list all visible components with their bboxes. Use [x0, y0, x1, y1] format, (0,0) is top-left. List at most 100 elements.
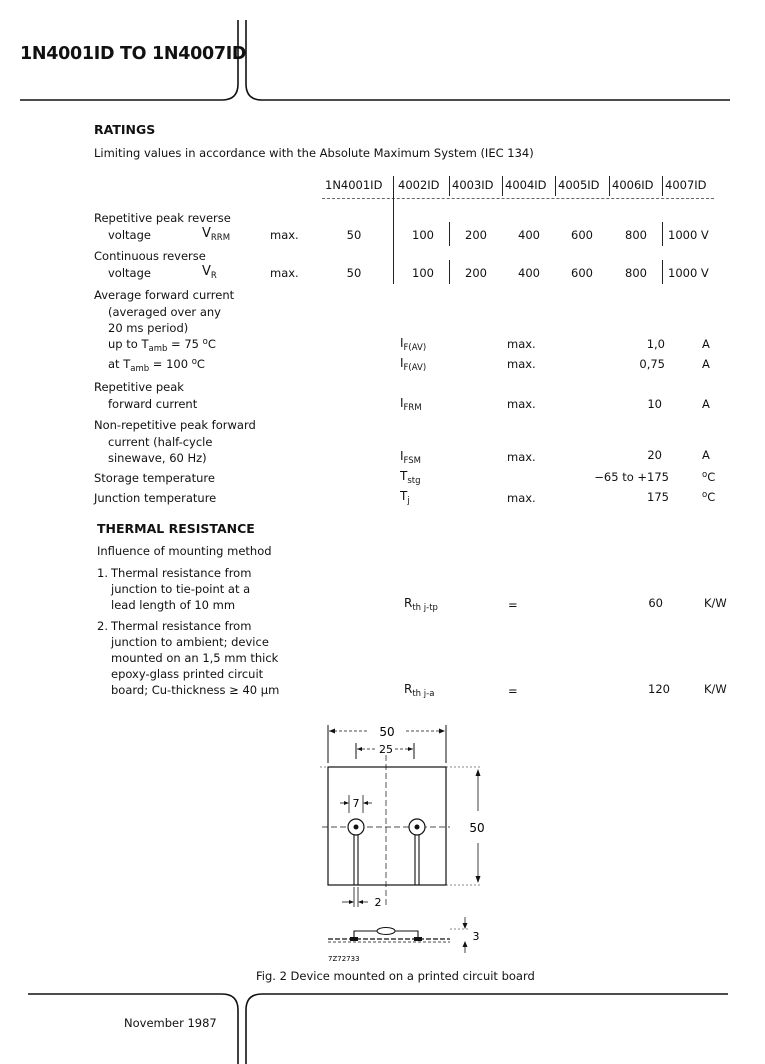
col-sep [662, 176, 664, 196]
value-cell: 50 [346, 228, 362, 242]
symbol-rth-jtp: Rth j-tp [404, 596, 438, 613]
col-sep [449, 176, 451, 196]
item-number: 1. [97, 566, 108, 580]
symbol-vrrm: VRRM [202, 226, 231, 243]
value-cell: 800 [625, 266, 647, 280]
col-header-6: 4006ID [612, 178, 654, 192]
value-cell: 600 [571, 228, 593, 242]
qualifier: max. [270, 228, 299, 242]
col-header-5: 4005ID [558, 178, 600, 192]
symbol-tstg: Tstg [400, 469, 421, 486]
unit: A [702, 357, 710, 371]
dim-width-label: 50 [379, 725, 394, 739]
value-cell: 1000 V [668, 266, 709, 280]
unit: oC [702, 490, 716, 504]
item-text: lead length of 10 mm [111, 598, 236, 612]
footer-rules [28, 993, 728, 1064]
thermal-heading: THERMAL RESISTANCE [97, 521, 255, 536]
value-cell: 400 [518, 266, 540, 280]
value-cell: 800 [625, 228, 647, 242]
row-label: Repetitive peak [94, 380, 184, 394]
ratings-intro: Limiting values in accordance with the A… [94, 146, 534, 160]
value-cell: 200 [465, 266, 487, 280]
qualifier: max. [507, 397, 536, 411]
row-label: Repetitive peak reverse [94, 211, 231, 225]
value-cell: 600 [571, 266, 593, 280]
value-cell: 1,0 [646, 337, 665, 351]
value-cell: 100 [412, 228, 434, 242]
col-sep [449, 260, 451, 284]
symbol-rth-ja: Rth j-a [404, 682, 435, 699]
value-cell: 175 [647, 490, 669, 504]
dim-lead-label: 2 [375, 896, 382, 909]
value-cell: 60 [648, 596, 663, 610]
row-label: Non-repetitive peak forward [94, 418, 256, 432]
thermal-intro: Influence of mounting method [97, 544, 272, 558]
col-sep [502, 176, 504, 196]
symbol-ifsm: IFSM [400, 449, 422, 466]
dim-height-label: 50 [469, 821, 484, 835]
item-text: mounted on an 1,5 mm thick [111, 651, 279, 665]
unit: A [702, 337, 710, 351]
unit: K/W [704, 682, 727, 696]
value-cell: 10 [647, 397, 662, 411]
symbol-ifav: IF(AV) [400, 356, 427, 373]
value-cell: 0,75 [639, 357, 665, 371]
col-header-7: 4007ID [665, 178, 707, 192]
item-text: Thermal resistance from [111, 619, 252, 633]
unit: A [702, 448, 710, 462]
qualifier: max. [507, 450, 536, 464]
col-sep [555, 176, 557, 196]
row-label: Continuous reverse [94, 249, 206, 263]
header-divider [322, 198, 714, 199]
col-sep [393, 176, 395, 284]
figure-code: 7Z72733 [328, 955, 360, 963]
condition-100: at Tamb = 100 oC [108, 357, 205, 374]
page-header-title: 1N4001ID TO 1N4007ID [20, 44, 247, 64]
qualifier: max. [507, 357, 536, 371]
item-text: Thermal resistance from [111, 566, 252, 580]
col-sep [449, 222, 451, 246]
dim-pad-label: 7 [353, 797, 360, 810]
col-header-4: 4004ID [505, 178, 547, 192]
value-cell: −65 to +175 [594, 470, 669, 484]
row-label: Average forward current [94, 288, 235, 302]
equals: = [508, 598, 518, 612]
symbol-tj: Tj [400, 489, 410, 506]
qualifier: max. [507, 337, 536, 351]
figure-caption: Fig. 2 Device mounted on a printed circu… [256, 969, 535, 983]
col-sep [662, 222, 664, 246]
symbol-ifrm: IFRM [400, 396, 422, 413]
unit: oC [702, 470, 716, 484]
qualifier: max. [270, 266, 299, 280]
unit: K/W [704, 596, 727, 610]
row-label: forward current [108, 397, 198, 411]
footer-date: November 1987 [124, 1016, 217, 1030]
item-text: junction to ambient; device [111, 635, 269, 649]
col-header-2: 4002ID [398, 178, 440, 192]
value-cell: 120 [648, 682, 670, 696]
row-label: Junction temperature [94, 491, 217, 505]
symbol-vr: VR [202, 264, 217, 281]
col-header-3: 4003ID [452, 178, 494, 192]
col-sep [662, 260, 664, 284]
dim-pitch-label: 25 [379, 743, 393, 756]
item-number: 2. [97, 619, 108, 633]
condition-75: up to Tamb = 75 oC [108, 337, 216, 354]
row-label: 20 ms period) [108, 321, 189, 335]
equals: = [508, 684, 518, 698]
value-cell: 50 [346, 266, 362, 280]
item-text: board; Cu-thickness ≥ 40 µm [111, 683, 280, 697]
dim-thickness-label: 3 [473, 930, 480, 943]
row-label: sinewave, 60 Hz) [108, 451, 207, 465]
pcb-mounting-figure: 50 25 7 50 2 3 7Z72733 [320, 725, 485, 963]
value-cell: 20 [647, 448, 662, 462]
symbol-ifav: IF(AV) [400, 336, 427, 353]
header-rules [20, 20, 730, 101]
unit: A [702, 397, 710, 411]
row-label: current (half-cycle [108, 435, 213, 449]
row-label: (averaged over any [108, 305, 221, 319]
ratings-heading: RATINGS [94, 122, 156, 137]
row-label: voltage [108, 228, 151, 242]
qualifier: max. [507, 491, 536, 505]
